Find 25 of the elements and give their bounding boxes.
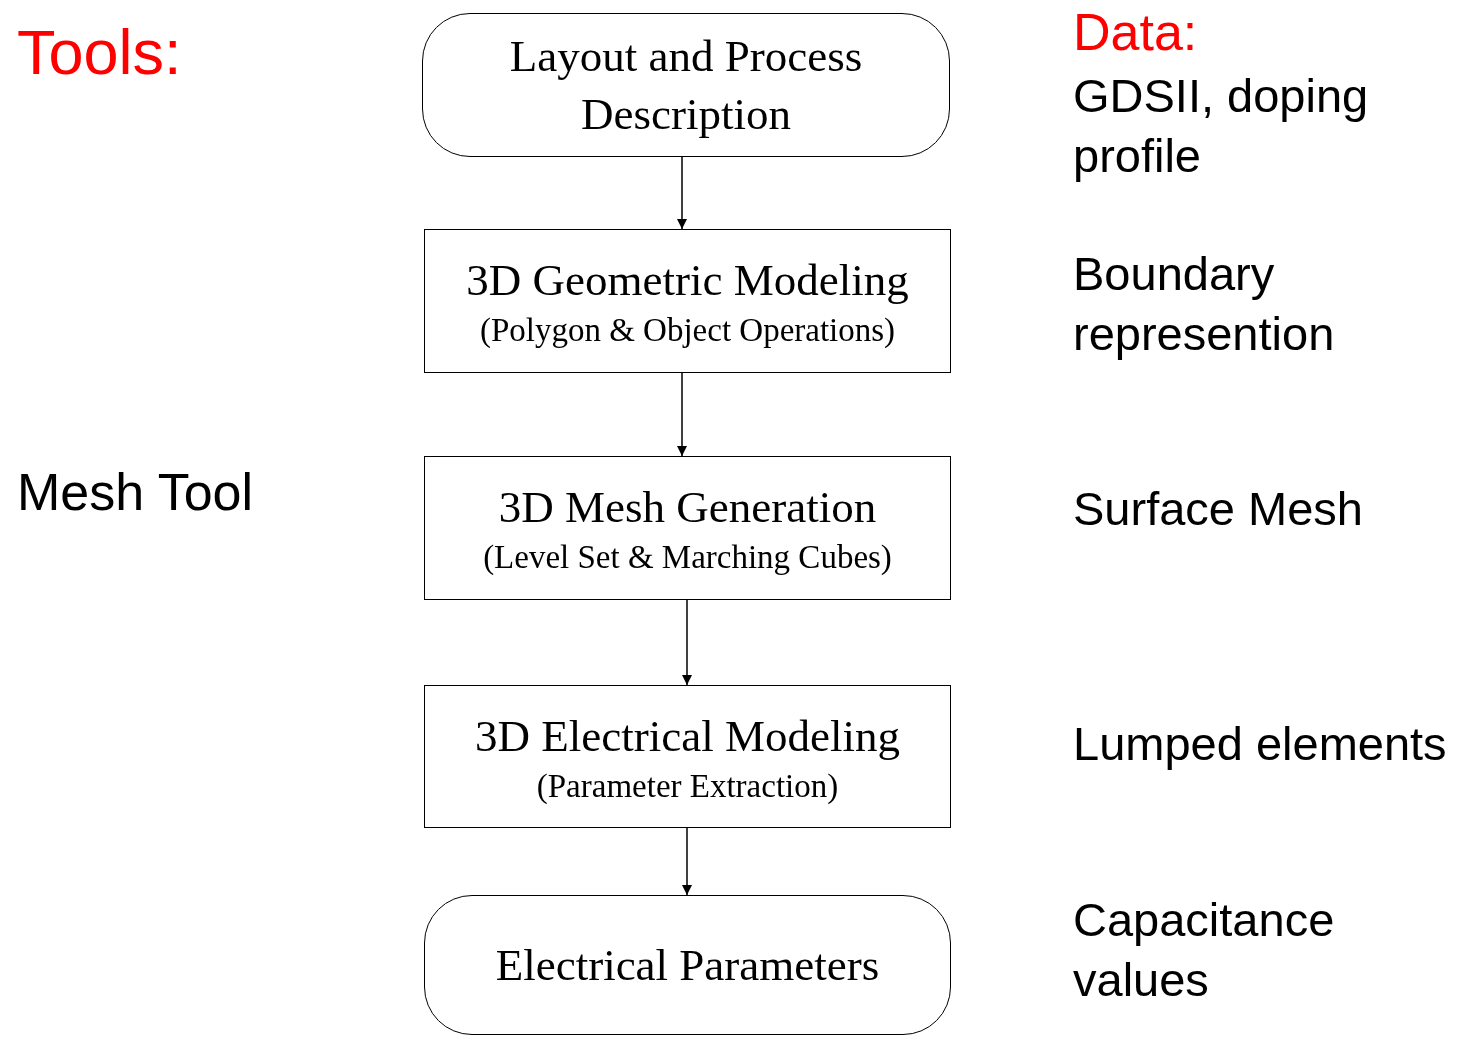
process-box	[424, 685, 951, 828]
tool-label: Mesh Tool	[17, 462, 254, 522]
process-box	[424, 456, 951, 600]
section-heading: Tools:	[17, 22, 182, 82]
arrow	[677, 372, 687, 457]
arrow	[682, 599, 692, 686]
terminal-box	[424, 895, 951, 1035]
terminal-box	[422, 13, 950, 157]
step-title: 3D Electrical Modeling	[475, 709, 900, 763]
data-label: Surface Mesh	[1073, 481, 1363, 537]
data-label: Capacitance values	[1073, 892, 1336, 1008]
step-title: Layout and Process Description	[508, 30, 864, 141]
process-box	[424, 229, 951, 373]
step-title: 3D Geometric Modeling	[466, 254, 909, 307]
step-title: Electrical Parameters	[495, 939, 880, 992]
section-heading: Data:	[1073, 2, 1198, 62]
step-title: 3D Mesh Generation	[498, 481, 877, 534]
step-subtitle: (Polygon & Object Operations)	[479, 311, 896, 350]
arrow	[682, 827, 692, 896]
step-subtitle: (Level Set & Marching Cubes)	[483, 538, 892, 577]
data-label: Boundary represention	[1073, 246, 1336, 362]
arrow	[677, 156, 687, 230]
data-label: GDSII, doping profile	[1073, 68, 1370, 184]
step-subtitle: (Parameter Extraction)	[536, 766, 839, 806]
data-label: Lumped elements	[1073, 716, 1447, 772]
